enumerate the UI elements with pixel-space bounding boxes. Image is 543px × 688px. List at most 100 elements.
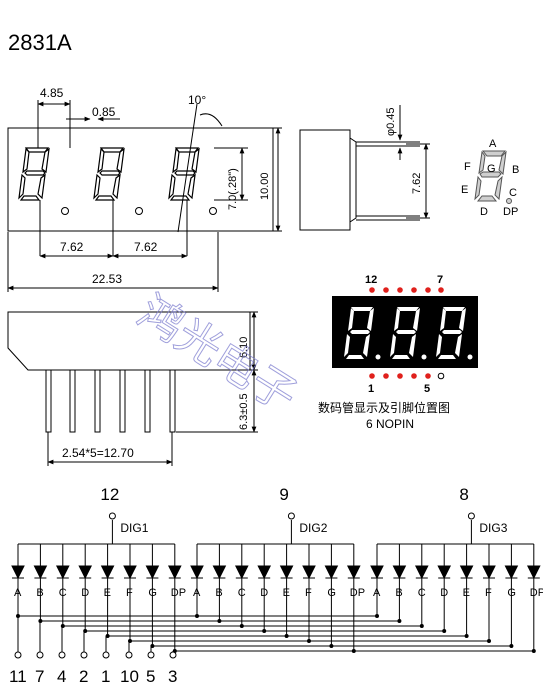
segment-pin-number: 5 (146, 667, 155, 686)
segment-pin-number: 10 (120, 667, 139, 686)
digit-common-terminal (287, 512, 295, 520)
segment-pin-terminal (14, 651, 22, 659)
led-diode (234, 565, 249, 580)
led-diode (33, 565, 48, 580)
seg-label-g: G (487, 163, 496, 175)
segment-pin-terminal (36, 651, 44, 659)
pinout-display (332, 287, 478, 380)
led-diode (346, 565, 361, 580)
side-body-outline (299, 129, 351, 231)
dim-pin-length: 6.3±0.5 (238, 393, 250, 430)
display-body-outline (7, 127, 274, 232)
dim-digit-height: 7.0(.28") (227, 168, 239, 210)
segment-pin-terminal (147, 651, 155, 659)
dim-tilt: 10° (188, 93, 206, 107)
segment-label: G (327, 587, 336, 599)
segment-label: A (193, 587, 201, 599)
digit-label: DIG3 (479, 521, 507, 535)
dim-pitch-1: 7.62 (60, 240, 84, 254)
dim-pitch-2: 7.62 (134, 240, 158, 254)
led-diode (212, 565, 227, 580)
segment-pin-number: 1 (101, 667, 110, 686)
segment-label: C (59, 587, 67, 599)
bottom-view (7, 311, 258, 466)
digit-common-terminal (108, 512, 116, 520)
pinout-pin-7: 7 (437, 274, 443, 286)
led-diode (370, 565, 384, 580)
segment-pin-number: 3 (168, 667, 177, 686)
pinout-pin-12: 12 (365, 274, 377, 286)
segment-label: D (260, 587, 268, 599)
dim-seg-width: 4.85 (40, 86, 64, 100)
seg-label-e: E (461, 184, 468, 196)
segment-pin-terminal (102, 651, 110, 659)
segment-label: DP (530, 587, 543, 599)
segment-pin-terminal (125, 651, 133, 659)
segment-label: E (463, 587, 470, 599)
segment-pin-number: 2 (79, 667, 88, 686)
digit-common-terminal (467, 512, 475, 520)
seg-label-c: C (509, 187, 517, 199)
segment-map-labels: A B C D E F G DP (461, 138, 519, 218)
part-number-title: 2831A (8, 30, 72, 55)
led-diode (55, 565, 70, 580)
led-diode (482, 565, 496, 580)
segment-label: F (485, 587, 492, 599)
segment-pin-terminal (80, 651, 88, 659)
led-diode (392, 565, 407, 580)
segment-label: A (14, 587, 22, 599)
seg-label-dp: DP (503, 206, 518, 218)
led-diode (459, 565, 474, 580)
segment-label: F (126, 587, 133, 599)
pinout-caption: 数码管显示及引脚位置图 (318, 400, 450, 415)
led-diode (167, 565, 182, 580)
segment-label: B (215, 587, 222, 599)
side-view (299, 105, 430, 231)
pinout-top-pins (369, 287, 444, 293)
led-diode (11, 565, 25, 580)
segment-pin-number: 11 (9, 667, 27, 686)
dp-dot-2 (135, 207, 143, 215)
segment-pin-number: 7 (35, 667, 44, 686)
dim-seg-thick: 0.85 (92, 105, 116, 119)
dim-pin-span: 2.54*5=12.70 (62, 446, 134, 460)
segment-pin-number: 4 (57, 667, 66, 686)
digit-label: DIG1 (120, 521, 148, 535)
digit-pin-number: 8 (459, 485, 468, 504)
seg-label-a: A (489, 138, 497, 150)
led-diode (526, 565, 541, 580)
pinout-subcaption: 6 NOPIN (366, 417, 414, 431)
segment-map (474, 150, 512, 204)
segment-label: C (238, 587, 246, 599)
segment-label: C (418, 587, 426, 599)
digit-label: DIG2 (299, 521, 327, 535)
watermark-text: 鸿光电子 (129, 286, 305, 423)
pin-legs (45, 369, 176, 433)
segment-label: F (305, 587, 312, 599)
segment-label: D (440, 587, 448, 599)
digit-pin-number: 9 (279, 485, 288, 504)
pinout-bottom-pins (369, 372, 445, 380)
segment-label: E (104, 587, 111, 599)
dim-total-width: 22.53 (92, 272, 122, 286)
segment-label: E (283, 587, 290, 599)
segment-label: D (81, 587, 89, 599)
schematic-wires (14, 512, 536, 659)
dp-dot-3 (209, 207, 217, 215)
digit-outlines (18, 147, 200, 201)
led-diode (279, 565, 294, 580)
dp-dot-1 (61, 207, 69, 215)
led-diode (504, 565, 519, 580)
led-diode (324, 565, 339, 580)
led-diode (123, 565, 137, 580)
segment-pin-terminal (58, 651, 66, 659)
segment-label: DP (171, 587, 186, 599)
segment-label: B (395, 587, 402, 599)
segment-label: G (148, 587, 157, 599)
led-diode (414, 565, 429, 580)
led-diode (100, 565, 115, 580)
led-diode (302, 565, 316, 580)
led-diode (437, 565, 452, 580)
